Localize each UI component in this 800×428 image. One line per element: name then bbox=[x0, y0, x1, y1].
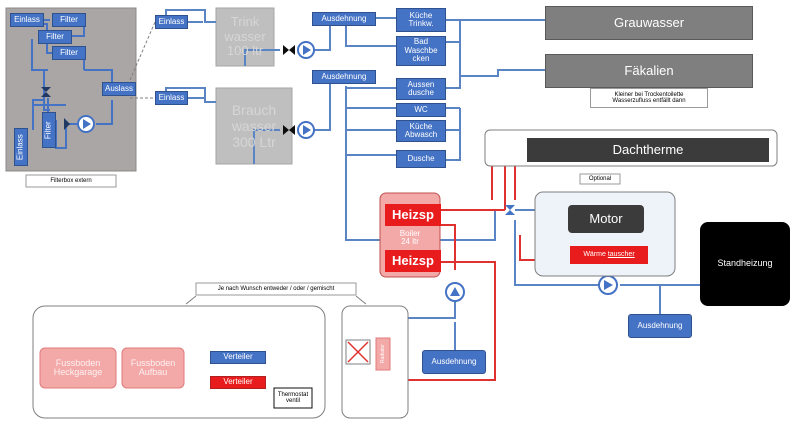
verteiler-top: Verteiler bbox=[210, 351, 266, 364]
brauchwasser-valve bbox=[283, 125, 295, 135]
trinkwasser-valve bbox=[283, 45, 295, 55]
filterbox-check-valve-1 bbox=[64, 118, 70, 130]
trinkwasser-einlass: Einlass bbox=[155, 15, 188, 29]
filterbox-pump bbox=[77, 115, 95, 133]
brauchwasser-tank: Brauch wasser 300 Ltr bbox=[231, 101, 277, 151]
consumer-kueche-trinkw: Küche Trinkw. bbox=[396, 8, 446, 32]
filterbox-filter-2: Filter bbox=[38, 30, 72, 44]
radiator-shape bbox=[375, 337, 391, 371]
consumer-kueche-abwasch: Küche Abwasch bbox=[396, 120, 446, 142]
filterbox-filter-3: Filter bbox=[52, 46, 86, 60]
grauwasser-tank: Grauwasser bbox=[545, 6, 753, 40]
filterbox-filter-vertical-text: Filter bbox=[43, 121, 53, 139]
heizsp-bottom: Heizsp bbox=[385, 250, 441, 272]
brauchwasser-ausdehnung: Ausdehnung bbox=[312, 70, 376, 84]
floor-pump bbox=[445, 282, 465, 302]
floor-note-bracket bbox=[185, 295, 367, 305]
fussboden-aufbau-box bbox=[121, 347, 185, 389]
faekalien-note: Kleiner bei Trockentoilette Wasserzuflus… bbox=[590, 88, 708, 108]
filterbox-caption-box bbox=[25, 174, 117, 188]
optional-label-box bbox=[579, 173, 621, 185]
radiator-label-text: Radiator bbox=[379, 344, 386, 364]
mixing-valve bbox=[505, 205, 515, 215]
trinkwasser-tank: Trink wasser 100 ltr bbox=[224, 13, 266, 59]
waermetauscher-box: Wärme tauscher bbox=[570, 246, 648, 264]
standheizung-label: Standheizung bbox=[717, 258, 773, 269]
heating-ausdehnung: Ausdehnung bbox=[628, 314, 692, 338]
floor-note: Je nach Wunsch entweder / oder / gemisch… bbox=[217, 285, 335, 292]
mixer-x bbox=[347, 341, 369, 363]
heating-pump-main bbox=[598, 275, 618, 295]
floor-ausdehnung: Ausdehnung bbox=[422, 350, 486, 374]
waermetauscher-suffix: tauscher bbox=[607, 251, 635, 259]
filterbox-caption: Filterbox extern bbox=[50, 177, 92, 184]
thermostat-box bbox=[273, 387, 313, 409]
filterbox-filter-vertical: Filter bbox=[42, 112, 56, 148]
fussboden-heckgarage: Fussboden Heckgarage bbox=[53, 357, 103, 377]
consumer-aussendusche: Aussen dusche bbox=[396, 78, 446, 100]
optional-label: Optional bbox=[588, 175, 612, 182]
fussboden-heckgarage-box bbox=[39, 347, 117, 389]
radiator-label: Radiator bbox=[376, 338, 390, 370]
floor-note-box bbox=[195, 282, 357, 296]
waermetauscher-prefix: Wärme bbox=[583, 251, 608, 259]
filterbox-filter-1: Filter bbox=[52, 13, 86, 27]
filterbox-einlass-vertical-text: Einlass bbox=[15, 134, 25, 160]
boiler-label: Boiler 24 ltr bbox=[399, 228, 421, 246]
heizsp-top: Heizsp bbox=[385, 204, 441, 226]
filterbox-auslass: Auslass bbox=[102, 82, 136, 96]
consumer-wc: WC bbox=[396, 103, 446, 117]
filterbox-3way-valve bbox=[41, 87, 51, 97]
brauchwasser-einlass: Einlass bbox=[155, 91, 188, 105]
consumer-dusche: Dusche bbox=[396, 150, 446, 168]
filterbox-einlass-vertical: Einlass bbox=[14, 128, 28, 166]
trinkwasser-pump bbox=[297, 41, 315, 59]
faekalien-tank: Fäkalien bbox=[545, 54, 753, 88]
filterbox-connector-lines bbox=[129, 21, 156, 99]
verteiler-bottom: Verteiler bbox=[210, 376, 266, 389]
dachtherme-unit: Dachtherme bbox=[527, 138, 769, 162]
fussboden-aufbau: Fussboden Aufbau bbox=[130, 357, 176, 377]
standheizung-box bbox=[700, 222, 790, 306]
motor-box: Motor bbox=[568, 205, 644, 233]
consumer-bad-waschbecken: Bad Waschbe cken bbox=[396, 36, 446, 66]
radiator-container bbox=[341, 305, 409, 419]
filterbox-einlass-top: Einlass bbox=[10, 13, 44, 27]
brauchwasser-pump bbox=[297, 121, 315, 139]
trinkwasser-ausdehnung: Ausdehnung bbox=[312, 12, 376, 26]
thermostat-label: Thermostat ventil bbox=[277, 391, 309, 404]
